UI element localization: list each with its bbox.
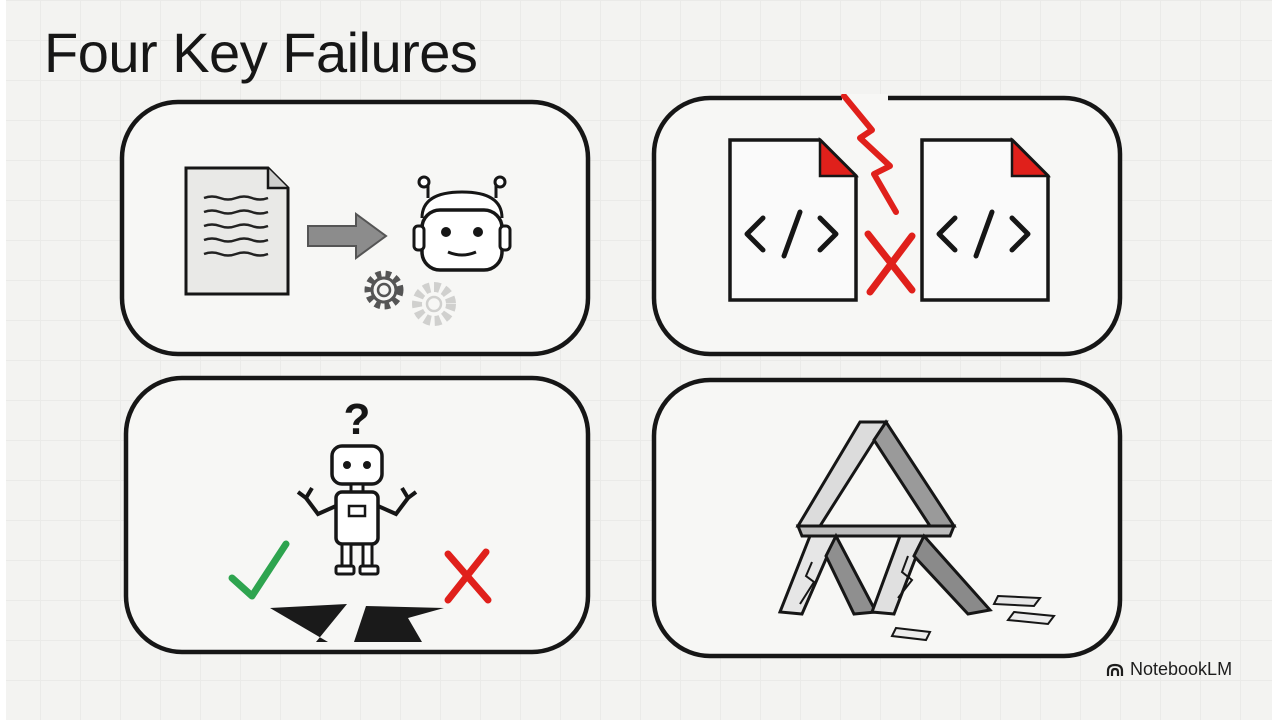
lightning-crack-icon xyxy=(841,94,899,215)
panel-broken-code-files xyxy=(650,94,1125,358)
code-file-left-icon xyxy=(728,136,860,302)
panel-house-of-cards xyxy=(650,376,1125,660)
red-x-icon xyxy=(444,548,492,604)
fork-road-icon xyxy=(270,604,444,642)
arrow-right-icon xyxy=(307,212,388,260)
notebooklm-logo-icon xyxy=(1106,662,1124,678)
panel-document-to-robot xyxy=(118,98,593,360)
green-check-icon xyxy=(228,540,290,600)
slide-title: Four Key Failures xyxy=(44,21,478,84)
document-icon xyxy=(184,166,290,296)
notebooklm-brand: NotebookLM xyxy=(1106,659,1232,680)
faded-gear-icon xyxy=(412,282,456,326)
code-file-right-icon xyxy=(920,136,1052,302)
robot-head-icon xyxy=(412,175,512,272)
panel-confused-robot: ? xyxy=(122,374,592,656)
brand-name: NotebookLM xyxy=(1130,659,1233,679)
red-x-icon xyxy=(864,230,916,296)
gear-icon xyxy=(364,270,404,310)
house-of-cards-icon xyxy=(777,419,1056,642)
question-mark-icon: ? xyxy=(344,395,371,444)
robot-icon xyxy=(296,444,418,576)
